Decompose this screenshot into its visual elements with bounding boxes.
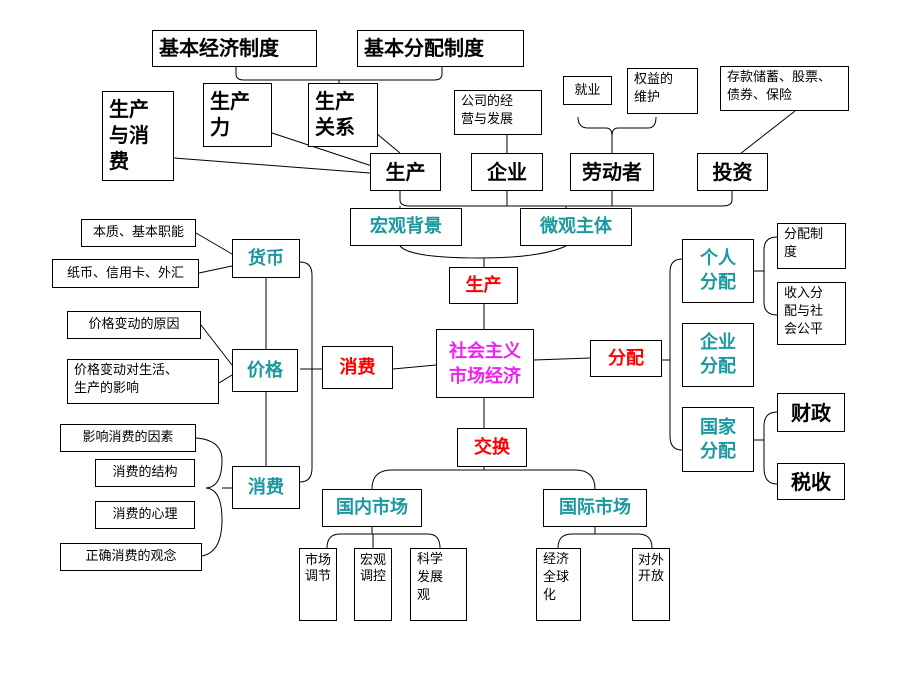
employment-box: 就业 <box>563 76 612 105</box>
production-main-box: 生产 <box>449 267 518 304</box>
opening-up-box: 对外开放 <box>632 548 670 621</box>
price-box: 价格 <box>232 349 298 392</box>
personal-distribution-box: 个人 分配 <box>682 239 754 303</box>
scientific-development-box: 科学 发展 观 <box>410 548 467 621</box>
company-development-box: 公司的经 营与发展 <box>454 90 542 135</box>
distribution-system-box: 分配制 度 <box>777 223 846 269</box>
socialist-market-economy-box: 社会主义 市场经济 <box>436 329 534 398</box>
income-fairness-box: 收入分 配与社 会公平 <box>777 282 846 345</box>
taxation-box: 税收 <box>777 463 845 500</box>
rights-protection-box: 权益的 维护 <box>627 68 698 114</box>
public-finance-box: 财政 <box>777 393 845 432</box>
exchange-main-box: 交换 <box>457 428 527 467</box>
labor-box: 劳动者 <box>570 153 654 191</box>
distribution-main-box: 分配 <box>590 340 662 377</box>
currency-box: 货币 <box>232 239 300 278</box>
investment-box: 投资 <box>697 153 768 191</box>
price-change-reason-box: 价格变动的原因 <box>67 311 201 339</box>
domestic-market-box: 国内市场 <box>322 489 422 527</box>
basic-economic-system-box: 基本经济制度 <box>152 30 317 67</box>
price-change-effect-box: 价格变动对生活、 生产的影响 <box>67 359 219 404</box>
correct-consumption-box: 正确消费的观念 <box>60 543 202 571</box>
consumption-structure-box: 消费的结构 <box>95 459 195 487</box>
paper-money-box: 纸币、信用卡、外汇 <box>52 259 199 288</box>
production-node-box: 生产 <box>370 153 441 191</box>
productivity-box: 生产 力 <box>203 83 272 147</box>
consumption-factors-box: 影响消费的因素 <box>60 424 196 452</box>
consumption-main-box: 消费 <box>322 346 393 389</box>
state-distribution-box: 国家 分配 <box>682 407 754 472</box>
consumption-psychology-box: 消费的心理 <box>95 501 195 529</box>
essence-functions-box: 本质、基本职能 <box>81 219 196 247</box>
enterprise-distribution-box: 企业 分配 <box>682 323 754 387</box>
market-regulation-box: 市场调节 <box>299 548 337 621</box>
macro-background-box: 宏观背景 <box>350 208 462 246</box>
micro-subject-box: 微观主体 <box>520 208 632 246</box>
macro-control-box: 宏观调控 <box>354 548 392 621</box>
basic-distribution-system-box: 基本分配制度 <box>357 30 524 67</box>
consumption-box: 消费 <box>232 466 300 509</box>
production-relations-box: 生产 关系 <box>308 83 378 147</box>
economic-globalization-box: 经济 全球 化 <box>536 548 581 621</box>
international-market-box: 国际市场 <box>543 489 647 527</box>
savings-securities-box: 存款储蓄、股票、 债券、保险 <box>720 66 849 111</box>
production-consumption-box: 生产 与消 费 <box>102 91 174 181</box>
enterprise-box: 企业 <box>471 153 543 191</box>
